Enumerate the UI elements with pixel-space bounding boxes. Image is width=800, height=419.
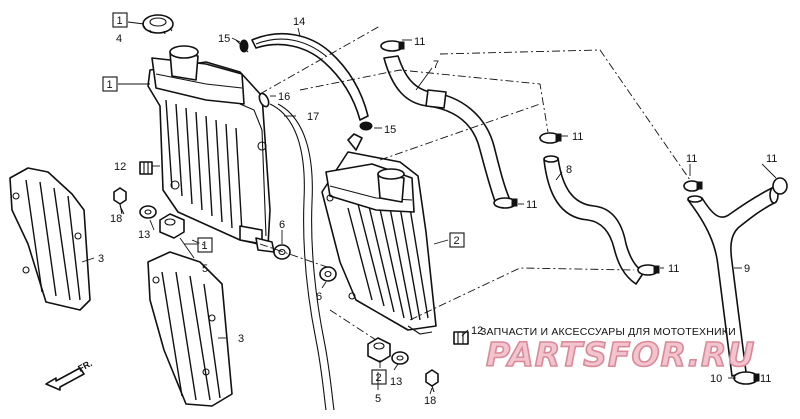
clamp-11-e: [772, 177, 788, 195]
clamp-15-top: [235, 39, 249, 53]
callout-11-f: 11: [668, 263, 679, 275]
callout-2-box-bottom: 2: [376, 372, 382, 384]
callout-11-a: 11: [414, 36, 425, 48]
left-shroud-top: [9, 167, 91, 311]
grommet-12-right: [453, 331, 469, 345]
hose-8: [543, 155, 645, 285]
callout-3-top: 3: [98, 253, 104, 265]
callout-8: 8: [566, 164, 572, 176]
breather-tube-17: [269, 103, 335, 411]
watermark-caption: ЗАПЧАСТИ И АКСЕССУАРЫ ДЛЯ МОТОТЕХНИКИ: [480, 326, 736, 338]
callout-5-right: 5: [375, 393, 381, 405]
callout-6-left: 6: [279, 219, 285, 231]
callout-18-left: 18: [110, 213, 122, 225]
callout-12-left: 12: [114, 161, 126, 173]
washer-13-right: [391, 351, 409, 365]
callout-18-right: 18: [424, 395, 436, 407]
callout-9: 9: [744, 263, 750, 275]
bolt-18-left: [113, 187, 127, 215]
callout-1-bracket: 1: [202, 240, 208, 252]
clamp-11-b: [539, 132, 562, 144]
left-shroud-bottom: [147, 251, 233, 407]
clamp-11-a: [380, 40, 405, 52]
grommet-6-right: [319, 266, 337, 282]
hose-9: [687, 186, 779, 377]
callout-11-b: 11: [572, 131, 583, 143]
callout-2-box: 2: [454, 235, 460, 247]
callout-13-right: 13: [390, 376, 402, 388]
clamp-15-mid: [359, 121, 373, 131]
callout-16: 16: [278, 91, 290, 103]
front-arrow-label: FR.: [76, 358, 93, 374]
callout-12-right: 12: [471, 325, 483, 337]
clamp-11-f: [637, 264, 660, 276]
callout-15-top: 15: [218, 33, 230, 45]
callout-10: 10: [710, 373, 722, 385]
callout-1-radiator: 1: [107, 79, 113, 91]
callout-7: 7: [433, 59, 439, 71]
callout-6-right: 6: [316, 291, 322, 303]
grommet-12-left: [139, 161, 153, 175]
callout-1-top: 1: [117, 15, 123, 27]
watermark: ЗАПЧАСТИ И АКСЕССУАРЫ ДЛЯ МОТОТЕХНИКИ PA…: [480, 326, 755, 375]
callout-14: 14: [293, 16, 305, 28]
clamp-11-c: [493, 197, 518, 209]
callout-5-left: 5: [202, 263, 208, 275]
callout-17: 17: [307, 111, 319, 123]
collar-5-right: [367, 337, 391, 363]
watermark-logo: PARTSFOR.RU: [486, 335, 755, 374]
right-radiator: [321, 133, 437, 335]
callout-13-left: 13: [138, 229, 150, 241]
callout-11-g: 11: [760, 373, 771, 385]
left-radiator: [147, 45, 275, 253]
clamp-11-d: [683, 180, 703, 192]
front-direction-arrow: FR.: [45, 358, 94, 391]
callout-4: 4: [116, 33, 122, 45]
washer-13-left: [139, 205, 157, 219]
callout-11-d: 11: [686, 153, 697, 165]
leader-lines: [81, 21, 777, 395]
callout-11-e: 11: [766, 153, 777, 165]
callout-15-mid: 15: [384, 124, 396, 136]
collar-5-left: [159, 213, 185, 239]
callouts: 1 4 1 15 14 11 7 16 17 15 11 11 11 12 8 …: [98, 12, 777, 407]
hose-14: [251, 33, 369, 121]
callout-11-c: 11: [526, 199, 537, 211]
bolt-18-right: [425, 369, 439, 393]
callout-3-bottom: 3: [238, 333, 244, 345]
radiator-cap: [142, 14, 174, 35]
